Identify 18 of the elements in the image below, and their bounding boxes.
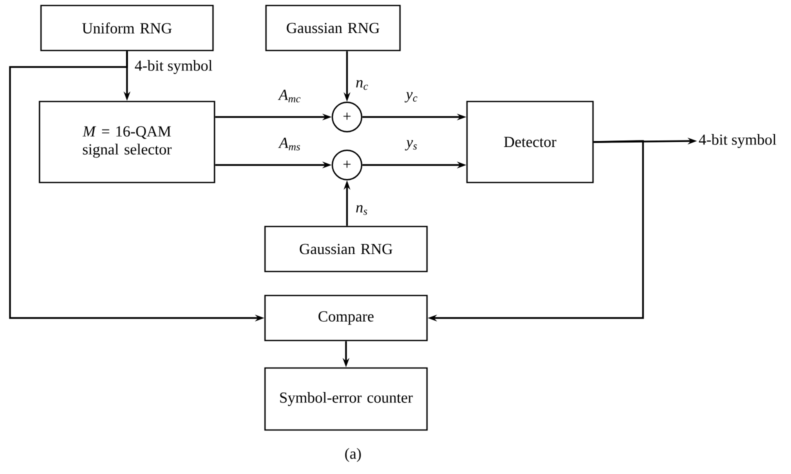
process-box: Gaussian RNG (265, 4, 401, 52)
output-label: 4-bit symbol (698, 134, 776, 148)
edge-label: 4-bit symbol (133, 58, 214, 76)
summing-junction: + (332, 150, 362, 180)
process-box: Symbol-error counter (264, 367, 428, 431)
caption: (a) (345, 448, 361, 462)
edge-label: y$_{s}$ (404, 138, 420, 152)
process-box: Uniform RNG (40, 4, 214, 52)
process-box: Gaussian RNG (264, 226, 428, 272)
summing-junction: + (332, 102, 362, 132)
process-box: Compare (264, 294, 428, 342)
process-box: M = 16-QAM signal selector (38, 100, 216, 184)
edge-label: y$_{c}$ (404, 90, 420, 104)
edge-label: n$_{s}$ (354, 204, 370, 216)
edge-label: A$_{ms}$ (278, 136, 302, 152)
edge-label: A$_{mc}$ (277, 88, 303, 104)
edge-label: n$_{c}$ (354, 78, 370, 92)
process-box: Detector (466, 100, 594, 184)
